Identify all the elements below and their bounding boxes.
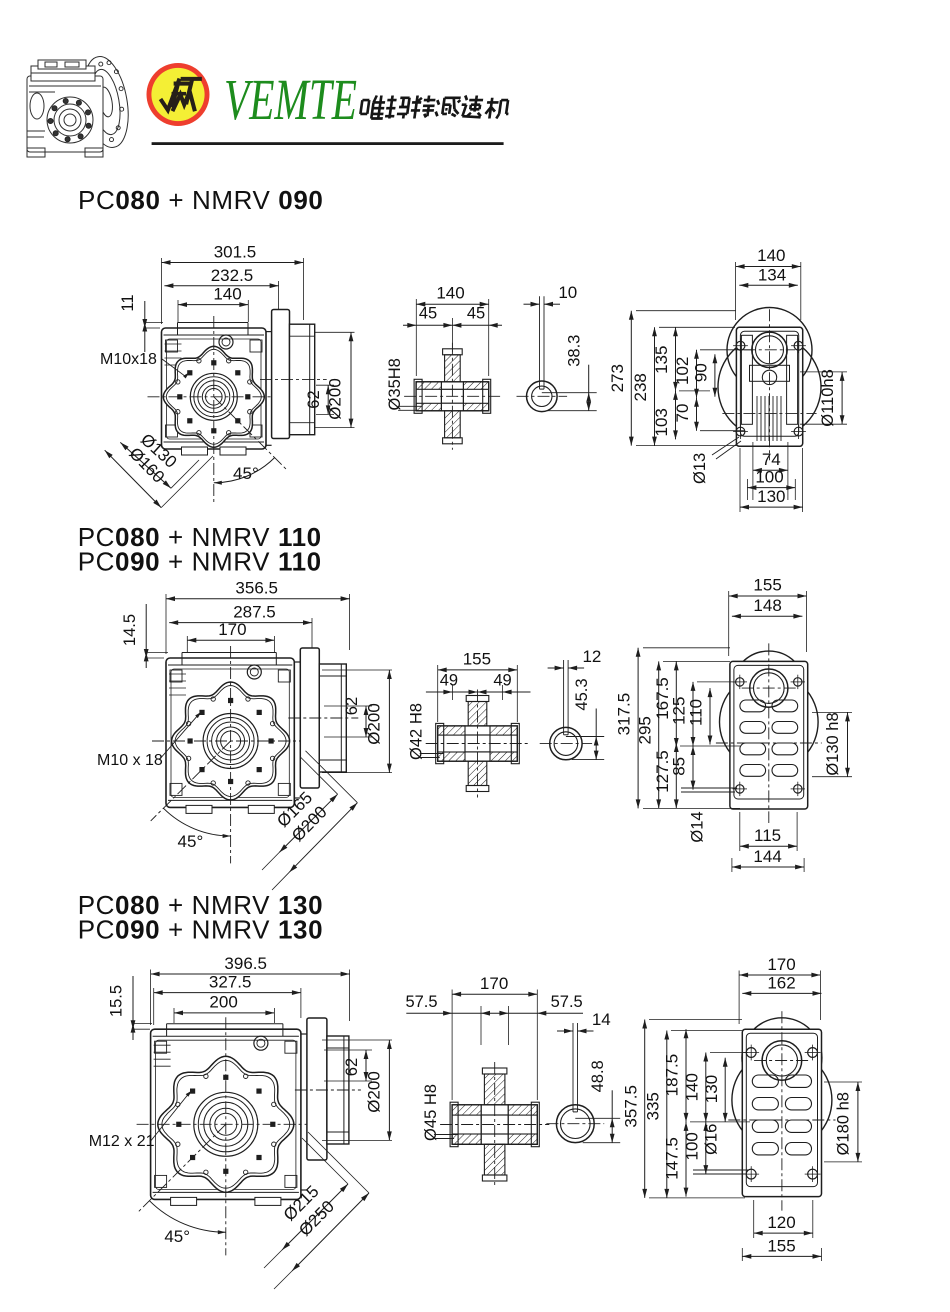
- svg-text:M12 x 21: M12 x 21: [89, 1133, 155, 1150]
- svg-text:45: 45: [419, 305, 437, 323]
- svg-text:PC090 + NMRV 130: PC090 + NMRV 130: [78, 915, 323, 945]
- svg-text:130: 130: [702, 1075, 721, 1103]
- svg-text:M10x18: M10x18: [100, 351, 157, 368]
- svg-text:45: 45: [467, 305, 485, 323]
- svg-text:140: 140: [682, 1073, 701, 1101]
- svg-text:100: 100: [755, 468, 783, 487]
- svg-text:125: 125: [670, 697, 689, 725]
- svg-text:PC090 + NMRV 110: PC090 + NMRV 110: [78, 547, 322, 577]
- svg-text:49: 49: [440, 672, 458, 690]
- svg-text:Ø13: Ø13: [691, 453, 709, 484]
- svg-text:14.5: 14.5: [121, 614, 139, 646]
- svg-text:74: 74: [762, 450, 781, 469]
- svg-text:110: 110: [687, 699, 706, 726]
- svg-text:15.5: 15.5: [108, 985, 126, 1017]
- svg-text:120: 120: [767, 1213, 795, 1232]
- svg-text:273: 273: [608, 364, 627, 392]
- svg-text:VEMTE: VEMTE: [224, 67, 357, 132]
- svg-text:396.5: 396.5: [224, 954, 267, 973]
- svg-text:Ø42 H8: Ø42 H8: [408, 703, 426, 760]
- svg-text:PC080 + NMRV 110: PC080 + NMRV 110: [78, 522, 322, 552]
- svg-text:14: 14: [592, 1010, 611, 1029]
- svg-text:PC080 + NMRV 090: PC080 + NMRV 090: [78, 185, 323, 215]
- svg-text:Ø110h8: Ø110h8: [819, 369, 837, 427]
- svg-text:130: 130: [757, 487, 785, 506]
- svg-text:Ø14: Ø14: [688, 811, 706, 842]
- svg-text:103: 103: [652, 408, 671, 436]
- svg-text:48.8: 48.8: [589, 1060, 607, 1092]
- svg-text:147.5: 147.5: [663, 1137, 682, 1180]
- svg-text:134: 134: [758, 266, 786, 285]
- svg-text:167.5: 167.5: [653, 677, 672, 720]
- svg-text:232.5: 232.5: [211, 266, 254, 285]
- svg-text:Ø35H8: Ø35H8: [386, 358, 404, 410]
- svg-text:102: 102: [673, 357, 692, 385]
- svg-text:155: 155: [767, 1236, 795, 1255]
- svg-text:155: 155: [753, 576, 781, 595]
- svg-text:57.5: 57.5: [551, 993, 583, 1011]
- svg-text:70: 70: [673, 404, 692, 423]
- svg-text:85: 85: [670, 757, 689, 776]
- svg-text:170: 170: [480, 974, 508, 993]
- svg-text:11: 11: [119, 294, 137, 311]
- svg-text:162: 162: [767, 974, 795, 993]
- svg-text:327.5: 327.5: [209, 973, 252, 992]
- svg-text:Ø16: Ø16: [703, 1124, 721, 1155]
- svg-text:127.5: 127.5: [653, 750, 672, 793]
- svg-text:148: 148: [753, 596, 781, 615]
- svg-text:10: 10: [558, 283, 577, 302]
- svg-text:144: 144: [753, 847, 781, 866]
- svg-text:45°: 45°: [164, 1227, 190, 1246]
- svg-text:45°: 45°: [233, 464, 259, 483]
- svg-text:335: 335: [643, 1092, 662, 1120]
- svg-text:Ø45 H8: Ø45 H8: [422, 1084, 440, 1141]
- svg-text:62: 62: [305, 390, 323, 408]
- svg-text:155: 155: [463, 650, 491, 669]
- svg-text:12: 12: [582, 647, 601, 666]
- svg-text:90: 90: [692, 363, 711, 382]
- svg-text:140: 140: [757, 246, 785, 265]
- svg-text:170: 170: [767, 955, 795, 974]
- svg-text:62: 62: [343, 1058, 361, 1076]
- svg-text:45.3: 45.3: [573, 678, 591, 710]
- svg-text:57.5: 57.5: [405, 993, 437, 1011]
- svg-text:356.5: 356.5: [235, 579, 278, 598]
- svg-text:200: 200: [209, 993, 237, 1012]
- svg-text:187.5: 187.5: [663, 1054, 682, 1097]
- svg-text:115: 115: [754, 826, 781, 845]
- svg-text:140: 140: [436, 284, 464, 303]
- svg-text:301.5: 301.5: [214, 243, 257, 262]
- svg-text:135: 135: [652, 346, 671, 374]
- svg-text:M10 x 18: M10 x 18: [97, 752, 163, 769]
- svg-text:238: 238: [631, 373, 650, 401]
- svg-text:Ø200: Ø200: [326, 378, 345, 420]
- svg-text:100: 100: [682, 1132, 701, 1160]
- svg-text:170: 170: [218, 620, 246, 639]
- svg-text:45°: 45°: [178, 832, 204, 851]
- svg-text:357.5: 357.5: [621, 1085, 640, 1128]
- svg-text:140: 140: [213, 285, 241, 304]
- svg-text:Ø200: Ø200: [364, 1071, 383, 1113]
- svg-text:287.5: 287.5: [233, 603, 276, 622]
- svg-text:Ø130 h8: Ø130 h8: [824, 712, 842, 775]
- svg-text:49: 49: [493, 672, 511, 690]
- svg-text:PC080 + NMRV 130: PC080 + NMRV 130: [78, 890, 323, 920]
- svg-text:295: 295: [635, 716, 654, 744]
- svg-text:38.3: 38.3: [566, 335, 584, 367]
- svg-text:Ø180 h8: Ø180 h8: [835, 1092, 853, 1155]
- svg-text:Ø200: Ø200: [364, 703, 383, 745]
- svg-text:317.5: 317.5: [615, 693, 634, 736]
- svg-text:62: 62: [343, 697, 361, 715]
